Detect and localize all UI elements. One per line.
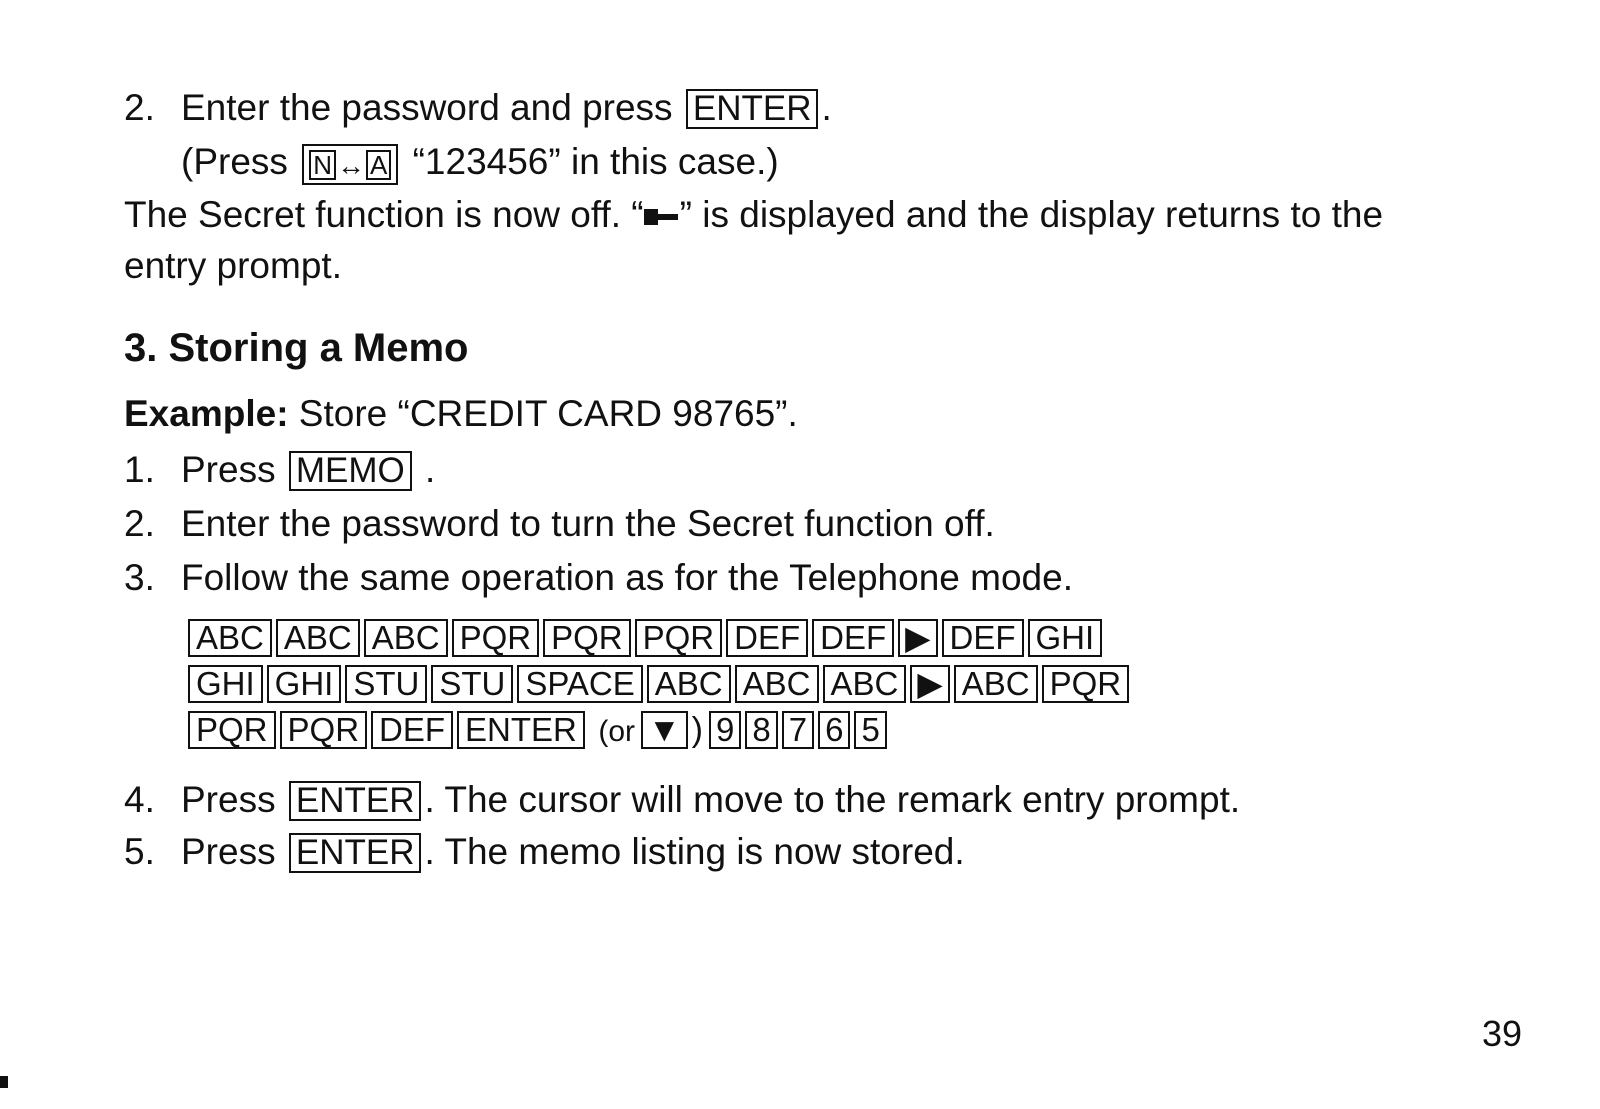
step-5-line: 5. Press ENTER. The memo listing is now s… bbox=[124, 830, 965, 874]
ghi-key: GHI bbox=[1027, 619, 1103, 657]
step-rest: . The cursor will move to the remark ent… bbox=[424, 779, 1241, 820]
or-text: (or bbox=[598, 715, 635, 748]
digit-8-key: 8 bbox=[745, 711, 778, 749]
step-2b-line: 2. Enter the password to turn the Secret … bbox=[124, 502, 995, 546]
page-number: 39 bbox=[1481, 1013, 1522, 1054]
def-key: DEF bbox=[941, 619, 1024, 657]
example-label: Example: bbox=[124, 393, 289, 434]
space-key: SPACE bbox=[517, 665, 643, 703]
step-number: 2. bbox=[124, 87, 155, 128]
secret-off-line-2: entry prompt. bbox=[124, 245, 342, 286]
step-number: 5. bbox=[124, 831, 155, 872]
pqr-key: PQR bbox=[188, 711, 276, 749]
abc-key: ABC bbox=[188, 619, 272, 657]
step-2-line: 2. Enter the password and press ENTER. bbox=[124, 86, 832, 130]
a-key: A bbox=[365, 149, 392, 180]
step-2-note: (Press N↔A “123456” in this case.) bbox=[181, 140, 779, 185]
ghi-key: GHI bbox=[266, 665, 342, 703]
step-rest: . The memo listing is now stored. bbox=[424, 831, 965, 872]
stu-key: STU bbox=[431, 665, 514, 703]
enter-key: ENTER bbox=[288, 833, 422, 873]
stu-key: STU bbox=[345, 665, 428, 703]
step-text: Enter the password and press bbox=[181, 87, 673, 128]
pqr-key: PQR bbox=[279, 711, 368, 749]
step-3-line: 3. Follow the same operation as for the T… bbox=[124, 556, 1073, 600]
left-right-arrow-icon: ↔ bbox=[336, 149, 365, 181]
digit-9-key: 9 bbox=[709, 711, 742, 749]
period: . bbox=[425, 449, 436, 490]
down-arrow-key-icon: ▼ bbox=[641, 711, 688, 749]
pqr-key: PQR bbox=[1041, 665, 1130, 703]
step-1-line: 1. Press MEMO . bbox=[124, 448, 435, 492]
mode-toggle-key: N↔A bbox=[302, 143, 399, 185]
step-text: Follow the same operation as for the Tel… bbox=[181, 557, 1073, 598]
def-key: DEF bbox=[371, 711, 454, 749]
abc-key: ABC bbox=[275, 619, 360, 657]
step-4-line: 4. Press ENTER. The cursor will move to t… bbox=[124, 778, 1240, 822]
digit-6-key: 6 bbox=[818, 711, 851, 749]
example-text: Store “CREDIT CARD 98765”. bbox=[298, 393, 798, 434]
abc-key: ABC bbox=[646, 665, 731, 703]
step-text: Press bbox=[181, 779, 276, 820]
step-text: Press bbox=[181, 831, 276, 872]
enter-key: ENTER bbox=[288, 781, 422, 821]
example-line: Example: Store “CREDIT CARD 98765”. bbox=[124, 392, 798, 436]
or-close: ) bbox=[691, 711, 703, 749]
pqr-key: PQR bbox=[451, 619, 540, 657]
secret-off-text-b: ” is displayed and the display returns t… bbox=[679, 194, 1384, 235]
right-arrow-key-icon: ▶ bbox=[910, 665, 950, 703]
abc-key: ABC bbox=[822, 665, 907, 703]
n-key: N bbox=[309, 149, 336, 180]
memo-key: MEMO bbox=[288, 451, 412, 491]
def-key: DEF bbox=[726, 619, 809, 657]
pqr-key: PQR bbox=[543, 619, 631, 657]
period: . bbox=[821, 87, 832, 128]
ghi-key: GHI bbox=[188, 665, 263, 703]
secret-off-line-1: The Secret function is now off. “ ” is di… bbox=[124, 193, 1383, 237]
section-heading: 3. Storing a Memo bbox=[124, 326, 469, 370]
step-text: Enter the password to turn the Secret fu… bbox=[181, 503, 995, 544]
digit-7-key: 7 bbox=[781, 711, 815, 749]
abc-key: ABC bbox=[734, 665, 819, 703]
enter-key: ENTER bbox=[457, 711, 585, 749]
abc-key: ABC bbox=[953, 665, 1038, 703]
secret-off-text-a: The Secret function is now off. “ bbox=[124, 194, 644, 235]
step-number: 1. bbox=[124, 449, 155, 490]
key-icon bbox=[643, 209, 680, 226]
step-text: Press bbox=[181, 449, 276, 490]
enter-key: ENTER bbox=[685, 89, 819, 129]
digit-5-key: 5 bbox=[854, 711, 887, 749]
pqr-key: PQR bbox=[634, 619, 723, 657]
right-arrow-key-icon: ▶ bbox=[898, 619, 938, 657]
def-key: DEF bbox=[812, 619, 895, 657]
step-number: 2. bbox=[124, 503, 155, 544]
note-open: (Press bbox=[181, 141, 288, 182]
step-number: 3. bbox=[124, 557, 155, 598]
abc-key: ABC bbox=[363, 619, 448, 657]
scan-mark bbox=[0, 1076, 8, 1088]
note-text: “123456” in this case.) bbox=[412, 141, 779, 182]
step-number: 4. bbox=[124, 779, 155, 820]
